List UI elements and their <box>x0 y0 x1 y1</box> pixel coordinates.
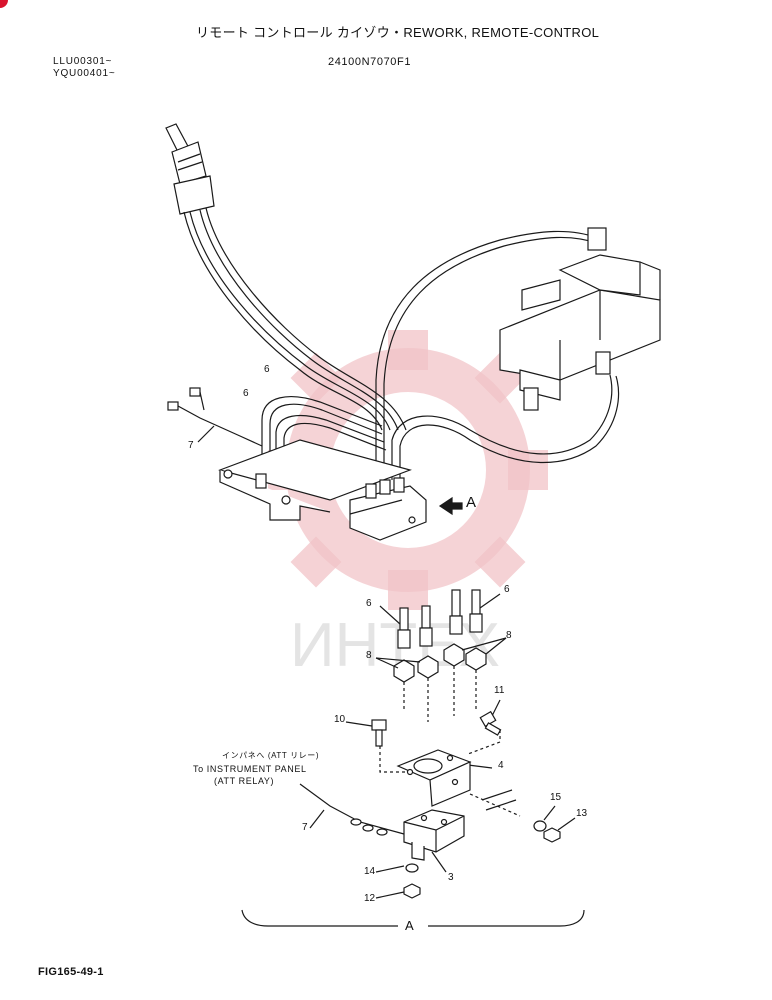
nut-12 <box>403 883 421 899</box>
serial-range-1: LLU00301~ <box>53 56 113 67</box>
callout-14: 14 <box>364 866 376 877</box>
callout-6-right: 6 <box>504 584 510 595</box>
bolt-10 <box>371 719 387 747</box>
adapters <box>393 643 487 683</box>
callout-7-bottom: 7 <box>302 822 308 833</box>
note-line-1: インパネへ (ATT リレー) <box>222 751 320 760</box>
note-line-3: (ATT RELAY) <box>214 776 275 786</box>
valve-hoses <box>375 230 620 480</box>
leader-lines <box>309 593 576 899</box>
relay <box>403 809 465 861</box>
break-mark <box>481 789 513 801</box>
mounting-bracket <box>396 749 472 807</box>
callout-15: 15 <box>550 792 562 803</box>
callout-7-top: 7 <box>188 440 194 451</box>
part-number: 24100N7070F1 <box>328 56 412 68</box>
callout-3: 3 <box>448 872 454 883</box>
callout-8-right: 8 <box>506 630 512 641</box>
assembly-lines <box>403 666 477 722</box>
nut-14 <box>405 863 419 873</box>
break-mark-2 <box>485 799 517 811</box>
callout-10: 10 <box>334 714 346 725</box>
callout-12: 12 <box>364 893 376 904</box>
figure-reference: FIG165-49-1 <box>38 966 104 978</box>
serial-range-2: YQU00401~ <box>53 68 116 79</box>
nut-15 <box>533 820 547 832</box>
callout-6-top-b: 6 <box>243 388 249 399</box>
remote-control-lever <box>165 123 215 215</box>
view-arrow <box>438 496 463 516</box>
bolt-11-path <box>467 730 501 755</box>
hose-loops <box>261 396 387 480</box>
wire-harness-upper <box>167 387 263 447</box>
bracket-assembly <box>218 439 427 541</box>
corner-badge <box>0 0 8 8</box>
control-valve <box>499 227 661 411</box>
stud-line <box>469 793 521 817</box>
callout-6-top-a: 6 <box>264 364 270 375</box>
view-label-a: A <box>466 494 477 511</box>
callout-8-left: 8 <box>366 650 372 661</box>
leader-7-top <box>197 425 215 443</box>
hose-ends <box>397 589 483 649</box>
callout-4: 4 <box>498 760 504 771</box>
wire-harness-lower <box>299 783 405 836</box>
bolt-11 <box>479 710 502 736</box>
callout-11: 11 <box>494 685 505 696</box>
callout-6-left: 6 <box>366 598 372 609</box>
view-bracket <box>241 909 585 927</box>
nut-13 <box>543 827 561 843</box>
page-title: リモート コントロール カイゾウ・REWORK, REMOTE-CONTROL <box>196 25 600 40</box>
bolt-10-path <box>379 746 412 773</box>
view-label-bottom: A <box>405 918 414 933</box>
callout-13: 13 <box>576 808 588 819</box>
note-line-2: To INSTRUMENT PANEL <box>193 764 307 774</box>
